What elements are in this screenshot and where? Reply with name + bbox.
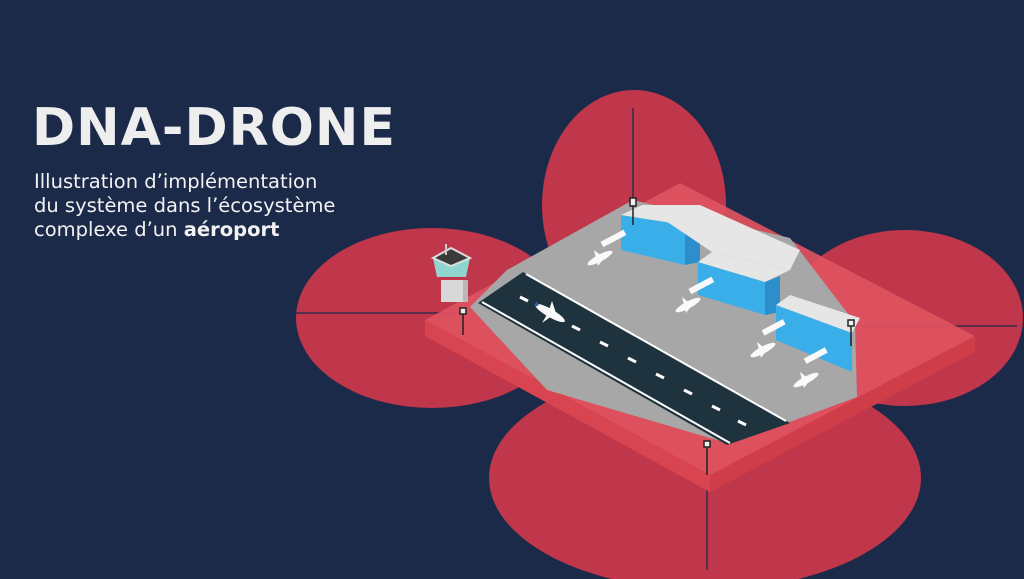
runway-centerline — [519, 295, 747, 427]
detection-sensors — [459, 197, 855, 475]
control-tower — [430, 244, 473, 302]
terminal — [621, 205, 860, 372]
page-subtitle: Illustration d’implémentation du système… — [34, 170, 335, 242]
subtitle-line-2: du système dans l’écosystème — [34, 194, 336, 217]
subtitle-emphasis: aéroport — [183, 218, 280, 241]
airplanes — [535, 229, 828, 388]
page-title: DNA-DRONE — [32, 98, 396, 158]
runway-airplane — [535, 301, 565, 323]
subtitle-line-3: complexe d’un — [34, 218, 184, 241]
subtitle-line-1: Illustration d’implémentation — [34, 170, 318, 193]
